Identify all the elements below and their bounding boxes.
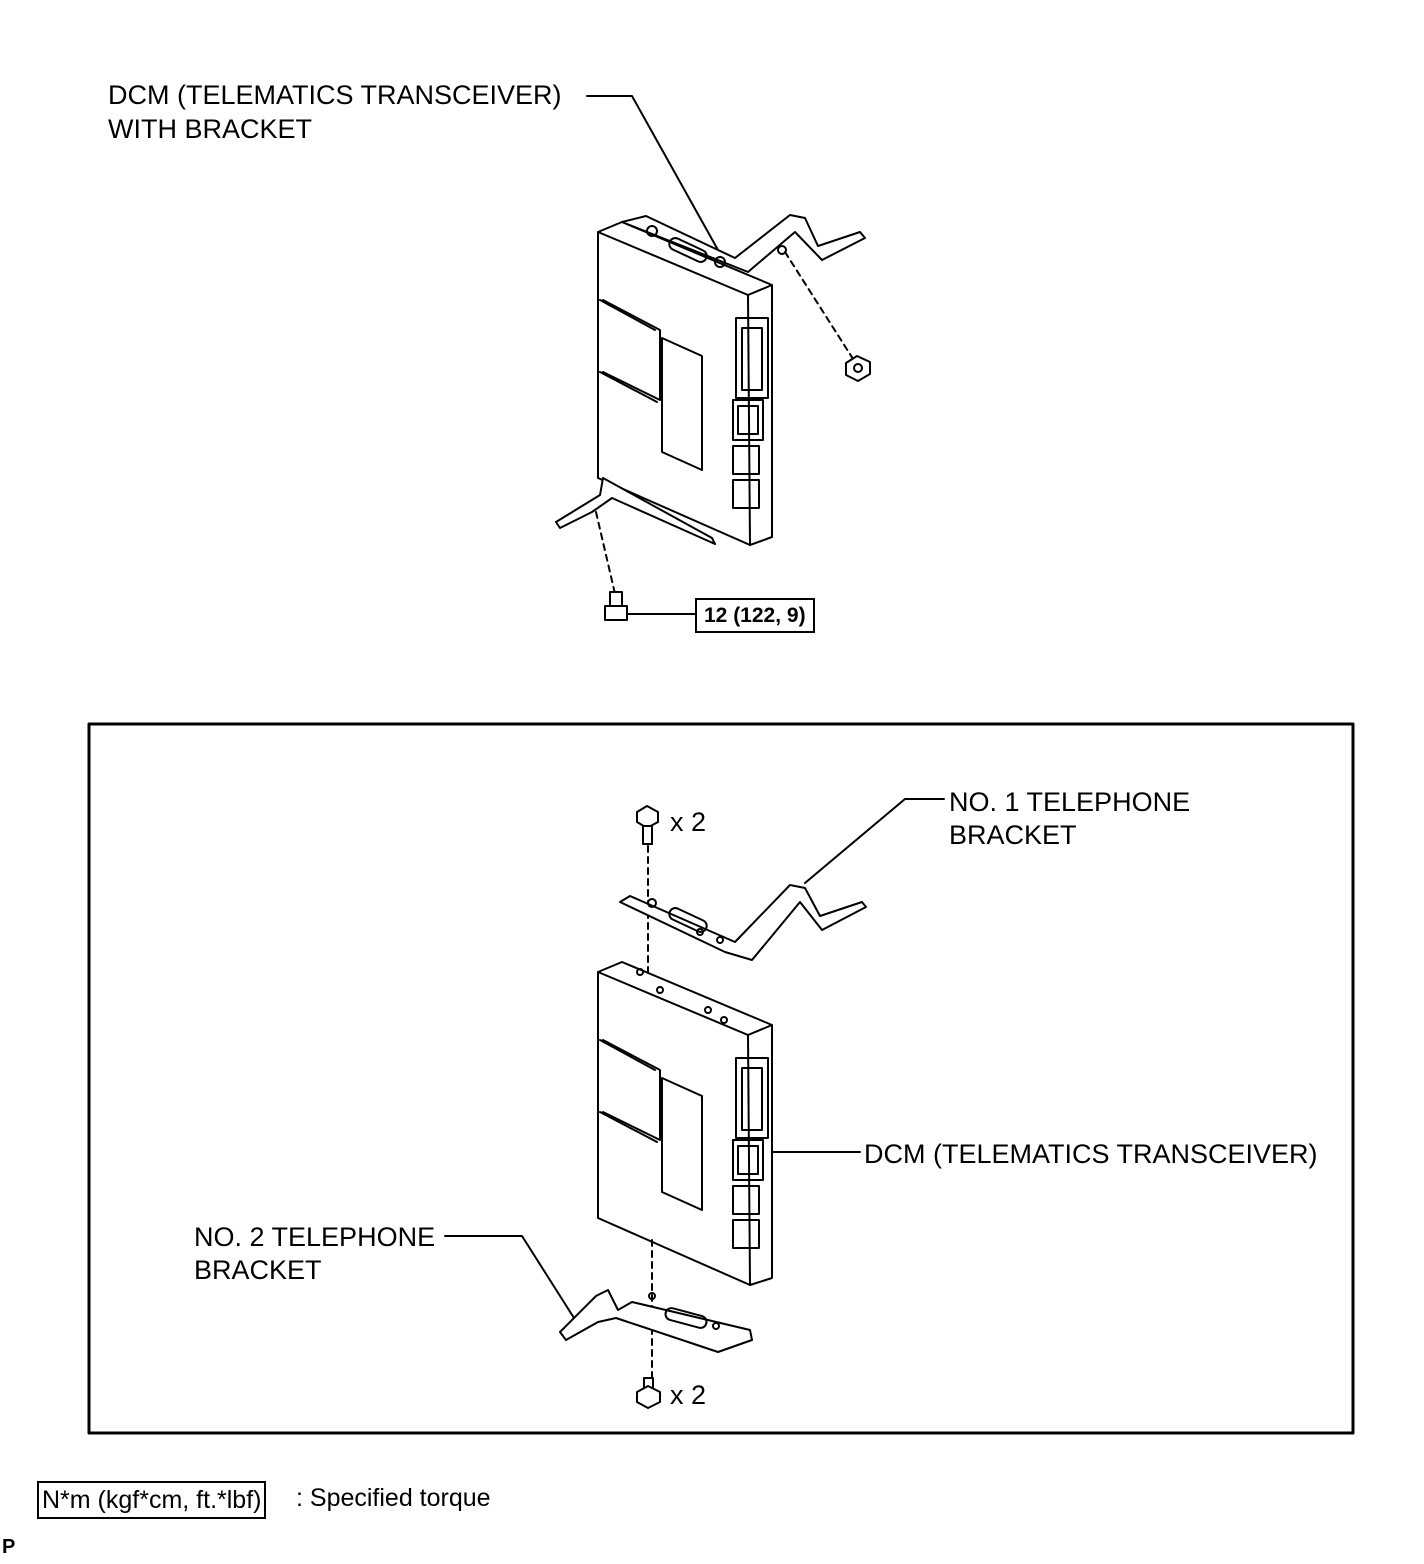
detail-no2-bracket — [559, 1289, 753, 1353]
detail-bottom-bolt — [636, 1377, 661, 1409]
detail-no1-bracket — [619, 884, 867, 961]
corner-mark: P — [2, 1536, 16, 1558]
top-lower-bracket — [555, 477, 716, 545]
legend-description: : Specified torque — [296, 1484, 491, 1512]
bolt-qty-bottom: x 2 — [670, 1380, 707, 1410]
top-dcm-leader — [586, 95, 719, 251]
detail-exploded-view — [444, 798, 945, 1409]
bracket1-leader — [804, 798, 945, 884]
bracket2-leader — [444, 1235, 575, 1319]
top-upper-bracket — [621, 214, 866, 273]
bracket2-label-line2: BRACKET — [194, 1255, 322, 1285]
top-dcm-label-line2: WITH BRACKET — [108, 114, 313, 144]
top-bolt — [604, 591, 628, 621]
top-dcm-assembly — [555, 95, 871, 621]
bracket1-label-line2: BRACKET — [949, 820, 1077, 850]
legend-unit-box: N*m (kgf*cm, ft.*lbf) — [37, 1481, 267, 1519]
detail-dcm-body — [597, 961, 773, 1286]
bracket1-label-line1: NO. 1 TELEPHONE — [949, 787, 1191, 817]
detail-frame — [87, 722, 1355, 1435]
torque-spec-box: 12 (122, 9) — [695, 598, 815, 633]
top-nut — [845, 355, 871, 382]
bolt-qty-top: x 2 — [670, 807, 707, 837]
detail-dcm-label: DCM (TELEMATICS TRANSCEIVER) — [864, 1139, 1318, 1169]
detail-top-bolt — [636, 805, 659, 845]
bracket2-label-line1: NO. 2 TELEPHONE — [194, 1222, 436, 1252]
top-dcm-label-line1: DCM (TELEMATICS TRANSCEIVER) — [108, 80, 562, 110]
